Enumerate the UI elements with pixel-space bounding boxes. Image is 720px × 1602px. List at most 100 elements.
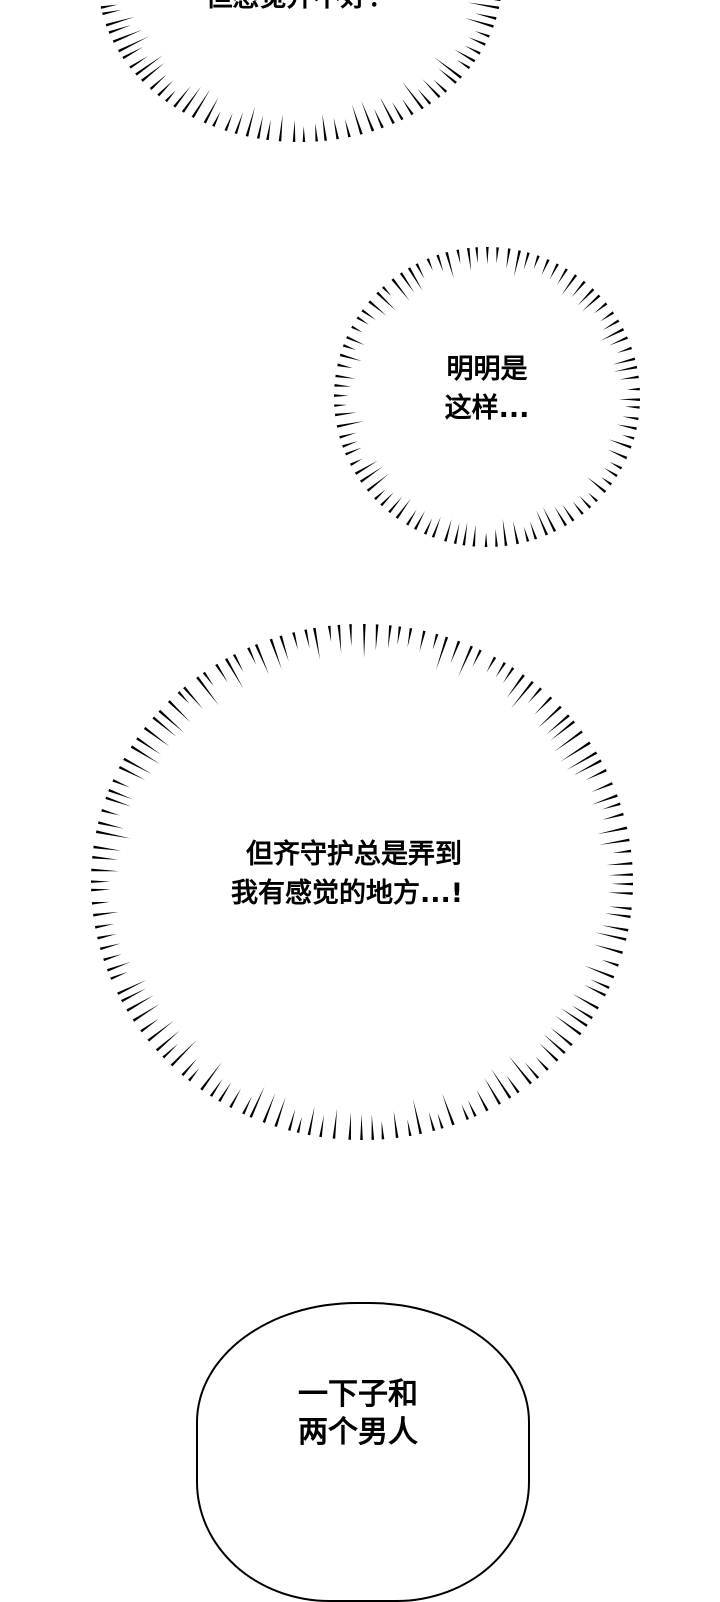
burst-tick (475, 247, 478, 264)
burst-tick (232, 653, 244, 673)
burst-tick (105, 16, 135, 27)
burst-tick (619, 375, 639, 380)
burst-tick (609, 906, 632, 911)
burst-tick (600, 328, 625, 341)
burst-tick (618, 398, 640, 401)
burst-tick (296, 1116, 302, 1134)
burst-tick (612, 849, 632, 854)
burst-tick (342, 441, 358, 448)
burst-tick (90, 880, 111, 883)
burst-tick (363, 623, 366, 659)
burst-tick (561, 274, 578, 296)
burst-tick (511, 680, 534, 709)
burst-tick (472, 649, 482, 668)
burst-tick (506, 1075, 520, 1094)
burst-tick (422, 79, 441, 99)
burst-tick (474, 31, 490, 38)
burst-tick (506, 674, 525, 699)
burst-tick (391, 101, 404, 121)
burst-tick (571, 1005, 593, 1020)
burst-tick (173, 85, 191, 108)
burst-tick (495, 529, 498, 547)
burst-tick (95, 830, 131, 839)
burst-tick (117, 979, 147, 995)
burst-tick (484, 532, 488, 548)
burst-tick (554, 1015, 582, 1036)
burst-tick (595, 932, 627, 941)
burst-tick (110, 971, 128, 980)
burst-tick (542, 507, 557, 532)
burst-tick (584, 984, 607, 997)
burst-tick (608, 439, 632, 449)
burst-tick (302, 126, 306, 142)
burst-tick (537, 705, 562, 728)
burst-tick (407, 628, 413, 648)
burst-tick (361, 100, 375, 132)
burst-tick (149, 74, 167, 90)
burst-tick (209, 1078, 223, 1097)
burst-tick (502, 518, 508, 546)
burst-tick (334, 384, 352, 387)
burst-tick (616, 346, 633, 354)
burst-tick (374, 108, 384, 129)
burst-tick (130, 745, 160, 765)
burst-tick (215, 663, 228, 683)
burst-tick (152, 716, 177, 737)
burst-tick (93, 845, 122, 851)
burst-tick (554, 506, 568, 527)
burst-tick (433, 79, 448, 93)
burst-tick (374, 489, 386, 501)
burst-tick (346, 336, 365, 346)
burst-tick (546, 714, 570, 735)
burst-tick (600, 311, 615, 322)
burst-tick (132, 1003, 160, 1022)
burst-tick (381, 1120, 385, 1140)
burst-tick (349, 624, 352, 647)
burst-tick (534, 696, 553, 715)
burst-tick (612, 357, 636, 365)
burst-tick (313, 627, 321, 660)
burst-tick (108, 25, 132, 34)
burst-tick (112, 779, 130, 788)
burst-tick (391, 278, 410, 302)
burst-tick (348, 1112, 351, 1140)
burst-tick (474, 13, 497, 20)
burst-tick (402, 81, 424, 110)
burst-tick (170, 1040, 197, 1067)
thought-text-3: 但齐守护总是弄到 我有感觉的地方...! (182, 835, 512, 913)
burst-tick (335, 374, 356, 379)
burst-tick (594, 302, 608, 314)
burst-tick (579, 495, 592, 509)
burst-tick (597, 826, 628, 835)
burst-tick (539, 1043, 559, 1062)
burst-tick (484, 1077, 501, 1105)
text-line: 一下子和 (298, 1377, 418, 1412)
burst-tick (423, 518, 433, 535)
burst-tick (467, 1100, 477, 1117)
burst-tick (464, 45, 481, 55)
burst-tick (572, 993, 599, 1010)
burst-tick (94, 923, 115, 929)
burst-tick (465, 18, 494, 28)
burst-tick (332, 1108, 337, 1139)
burst-tick (461, 1104, 470, 1121)
burst-tick (140, 1018, 159, 1033)
burst-tick (351, 325, 363, 333)
burst-tick (91, 888, 111, 892)
burst-tick (419, 630, 426, 652)
burst-tick (337, 363, 353, 369)
burst-tick (249, 1086, 265, 1118)
burst-tick (123, 757, 152, 775)
burst-tick (554, 730, 583, 752)
burst-tick (361, 309, 376, 321)
burst-tick (486, 656, 497, 673)
burst-tick (626, 387, 640, 391)
burst-tick (543, 1034, 566, 1055)
burst-tick (121, 988, 147, 1003)
burst-tick (102, 9, 122, 16)
burst-tick (454, 49, 476, 63)
burst-tick (622, 416, 639, 421)
burst-tick (97, 933, 117, 940)
burst-tick (550, 720, 576, 741)
burst-tick (557, 268, 568, 285)
